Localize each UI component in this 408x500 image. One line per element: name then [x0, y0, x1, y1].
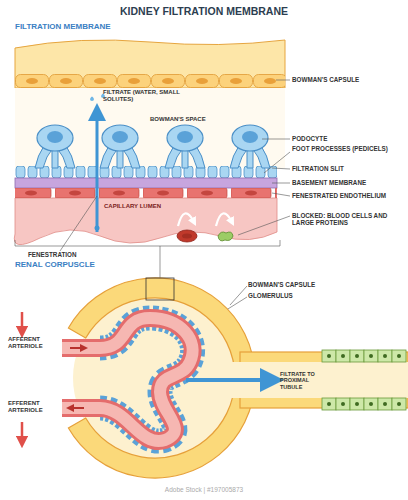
diagram-title: KIDNEY FILTRATION MEMBRANE [0, 5, 408, 17]
part-label: BLOCKED: BLOOD CELLS AND LARGE PROTEINS [292, 212, 392, 227]
part-label: FENESTRATION [28, 251, 118, 258]
watermark: Adobe Stock | #197005873 [0, 486, 408, 494]
part-label: FENESTRATED ENDOTHELIUM [292, 192, 404, 199]
part-label: CAPILLARY LUMEN [104, 203, 164, 210]
part-label: AFFERENT ARTERIOLE [8, 336, 64, 350]
part-label: FOOT PROCESSES (PEDICELS) [292, 145, 392, 152]
part-label: FILTRATE (WATER, SMALL SOLUTES) [103, 89, 198, 103]
part-label: BOWMAN'S CAPSULE [292, 76, 404, 83]
part-label: EFFERENT ARTERIOLE [8, 400, 64, 414]
part-label: FILTRATION SLIT [292, 165, 404, 172]
part-label: BOWMAN'S SPACE [150, 116, 240, 123]
part-label: FILTRATE TO PROXIMAL TUBULE [280, 371, 324, 390]
section-heading: FILTRATION MEMBRANE [15, 22, 235, 31]
part-label: BOWMAN'S CAPSULE [248, 281, 368, 288]
section-heading: RENAL CORPUSCLE [15, 260, 175, 269]
part-label: PODOCYTE [292, 135, 404, 142]
part-label: GLOMERULUS [248, 292, 368, 299]
part-label: BASEMENT MEMBRANE [292, 179, 404, 186]
